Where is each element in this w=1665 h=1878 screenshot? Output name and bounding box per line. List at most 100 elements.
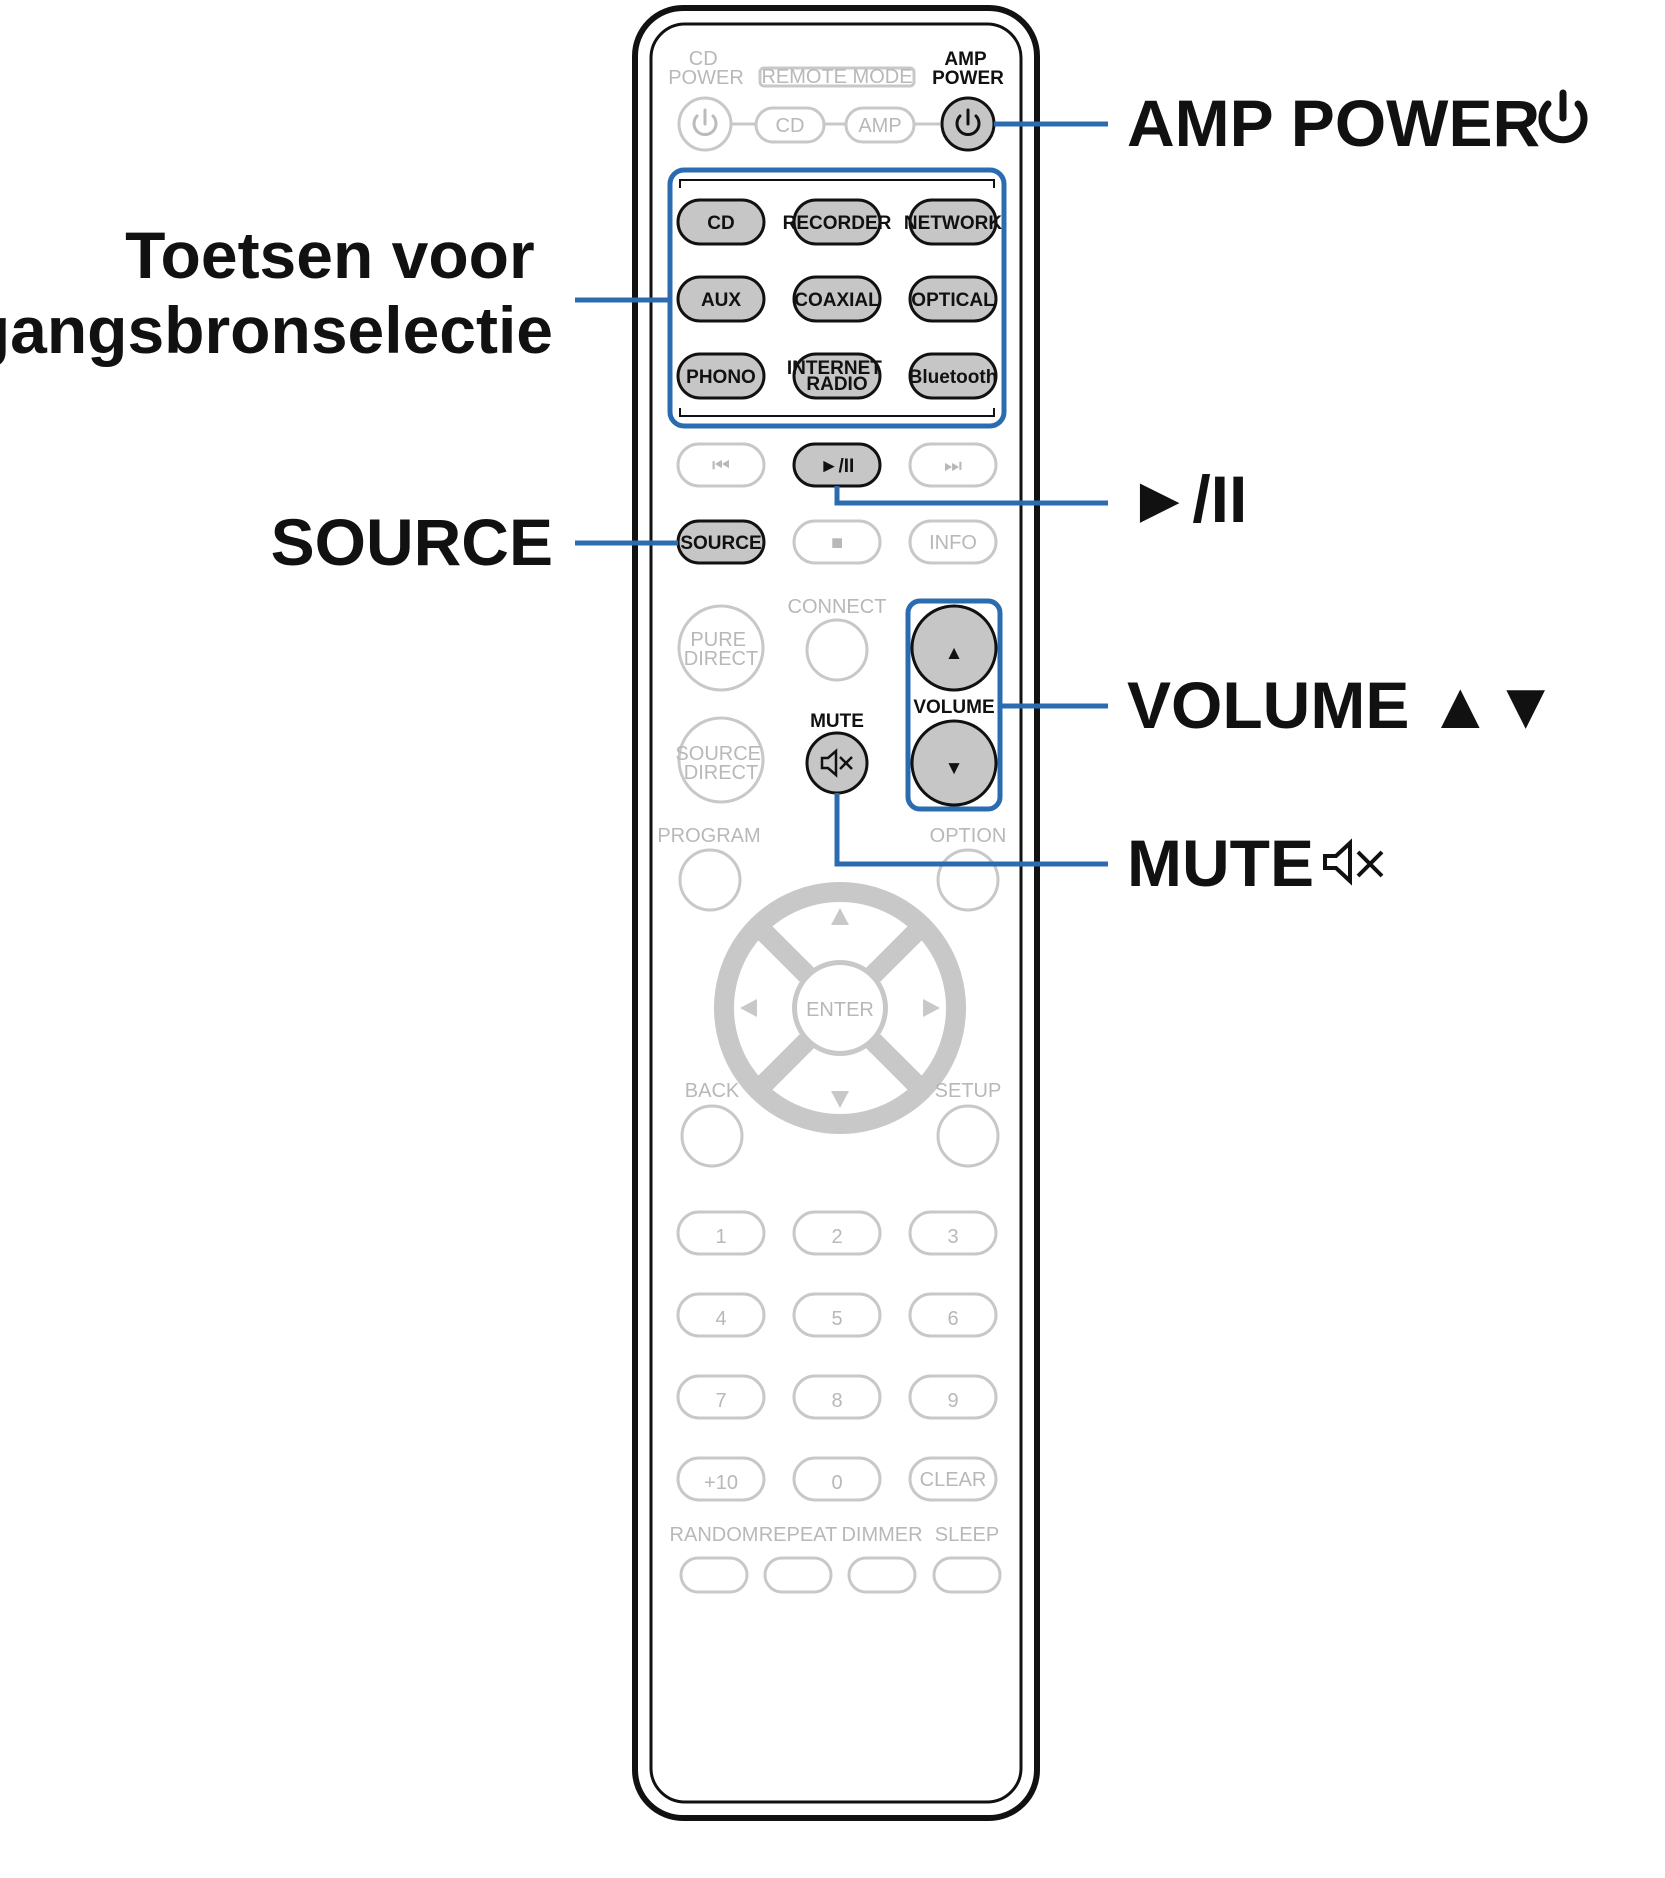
remote-mode-label: REMOTE MODE [761, 66, 912, 88]
dimmer-label: DIMMER [841, 1524, 922, 1546]
volume-up-button[interactable]: ▲ [910, 604, 998, 692]
source-button-bluetooth[interactable]: Bluetooth [908, 352, 998, 400]
next-button[interactable]: ⏭ [908, 442, 998, 488]
info-button[interactable]: INFO [908, 519, 998, 565]
source-direct-button[interactable]: SOURCE DIRECT [675, 716, 766, 804]
program-label: PROGRAM [657, 825, 760, 847]
cd-mode-button[interactable]: CD [754, 106, 826, 144]
amp-mode-button[interactable]: AMP [844, 106, 916, 144]
sleep-button[interactable] [932, 1556, 1002, 1594]
source-button-recorder[interactable]: RECORDER [783, 198, 892, 246]
setup-label: SETUP [935, 1080, 1002, 1102]
repeat-button[interactable] [763, 1556, 833, 1594]
numpad-key-8[interactable]: 8 [792, 1374, 882, 1420]
mute-callout-line [834, 793, 1108, 867]
numpad-key-0[interactable]: 0 [792, 1456, 882, 1502]
pure-direct-button[interactable]: PURE DIRECT [677, 604, 765, 692]
svg-text:CD: CD [707, 213, 734, 234]
svg-text:OPTICAL: OPTICAL [911, 290, 995, 311]
prev-button[interactable]: ⏮ [676, 442, 766, 488]
random-button[interactable] [679, 1556, 749, 1594]
remote-mode-frame [758, 66, 916, 88]
callout-amp-power: AMP POWER [1127, 86, 1540, 160]
svg-text:8: 8 [831, 1390, 842, 1412]
dimmer-button[interactable] [847, 1556, 917, 1594]
source-button-network[interactable]: NETWORK [904, 198, 1002, 246]
callout-speaker-mute-icon [1323, 838, 1384, 886]
setup-button[interactable] [936, 1104, 1000, 1168]
source-button-cd[interactable]: CD [676, 198, 766, 246]
svg-text:7: 7 [715, 1390, 726, 1412]
nav-up-icon[interactable] [831, 908, 849, 925]
callout-source: SOURCE [271, 505, 553, 579]
numpad-key-2[interactable]: 2 [792, 1210, 882, 1256]
source-button-internet-radio[interactable]: INTERNET RADIO [787, 352, 887, 400]
numpad-key-3[interactable]: 3 [908, 1210, 998, 1256]
svg-text:0: 0 [831, 1472, 842, 1494]
program-button[interactable] [678, 848, 742, 912]
random-label: RANDOM [670, 1524, 759, 1546]
svg-text:⏮: ⏮ [712, 455, 730, 477]
source-button-coaxial[interactable]: COAXIAL [792, 275, 882, 323]
svg-text:ENTER: ENTER [806, 999, 874, 1021]
callout-volume: VOLUME ▲▼ [1127, 668, 1558, 742]
svg-text:RECORDER: RECORDER [783, 213, 892, 234]
volume-label: VOLUME [913, 697, 994, 718]
enter-button[interactable] [797, 965, 883, 1051]
nav-left-icon[interactable] [740, 999, 757, 1017]
sleep-label: SLEEP [935, 1524, 999, 1546]
volume-down-button[interactable]: ▼ [910, 719, 998, 807]
stop-button[interactable]: ■ [792, 519, 882, 565]
svg-text:⏭: ⏭ [944, 455, 962, 477]
svg-text:AMP: AMP [858, 115, 901, 137]
option-label: OPTION [930, 825, 1007, 847]
svg-text:6: 6 [947, 1308, 958, 1330]
callout-power-icon [1538, 89, 1588, 144]
numpad-key-9[interactable]: 9 [908, 1374, 998, 1420]
nav-down-icon[interactable] [831, 1091, 849, 1108]
nav-right-icon[interactable] [923, 999, 940, 1017]
numpad-key-4[interactable]: 4 [676, 1292, 766, 1338]
svg-text:4: 4 [715, 1308, 726, 1330]
power-icon [692, 108, 718, 136]
source-button-optical[interactable]: OPTICAL [908, 275, 998, 323]
speaker-mute-icon [820, 748, 853, 778]
numpad-key-6[interactable]: 6 [908, 1292, 998, 1338]
power-icon [955, 108, 981, 136]
source-button-aux[interactable]: AUX [676, 275, 766, 323]
numpad-key-7[interactable]: 7 [676, 1374, 766, 1420]
svg-text:►/II: ►/II [820, 456, 855, 477]
svg-text:CLEAR: CLEAR [920, 1469, 987, 1491]
svg-text:SOURCE: SOURCE [680, 533, 761, 554]
play-pause-callout-line [834, 486, 1108, 506]
svg-text:1: 1 [715, 1226, 726, 1248]
svg-text:3: 3 [947, 1226, 958, 1248]
cd-power-label: CD POWER [668, 48, 744, 89]
numpad: 1 2 3 4 5 6 7 8 9 +10 0 CLEAR [676, 1210, 998, 1502]
cd-power-button[interactable] [677, 96, 733, 152]
source-button[interactable]: SOURCE [676, 519, 766, 565]
callout-play-pause: ►/II [1127, 462, 1247, 536]
svg-text:9: 9 [947, 1390, 958, 1412]
svg-text:CD: CD [776, 115, 805, 137]
source-button-phono[interactable]: PHONO [676, 352, 766, 400]
numpad-key-plus10[interactable]: +10 [676, 1456, 766, 1502]
back-button[interactable] [680, 1104, 744, 1168]
svg-text:▼: ▼ [945, 758, 964, 779]
mute-button[interactable] [805, 731, 869, 795]
play-pause-button[interactable]: ►/II [792, 442, 882, 488]
svg-text:■: ■ [831, 532, 843, 554]
amp-power-button[interactable] [940, 96, 996, 152]
svg-text:INFO: INFO [929, 532, 977, 554]
back-label: BACK [685, 1080, 740, 1102]
numpad-key-5[interactable]: 5 [792, 1292, 882, 1338]
svg-text:NETWORK: NETWORK [904, 213, 1002, 234]
connect-button[interactable] [805, 618, 869, 682]
navigation-pad[interactable]: ENTER [714, 882, 966, 1134]
source-keys-bracket [679, 179, 995, 417]
svg-text:Bluetooth: Bluetooth [909, 367, 998, 388]
numpad-key-1[interactable]: 1 [676, 1210, 766, 1256]
numpad-key-clear[interactable]: CLEAR [908, 1456, 998, 1502]
option-button[interactable] [936, 848, 1000, 912]
